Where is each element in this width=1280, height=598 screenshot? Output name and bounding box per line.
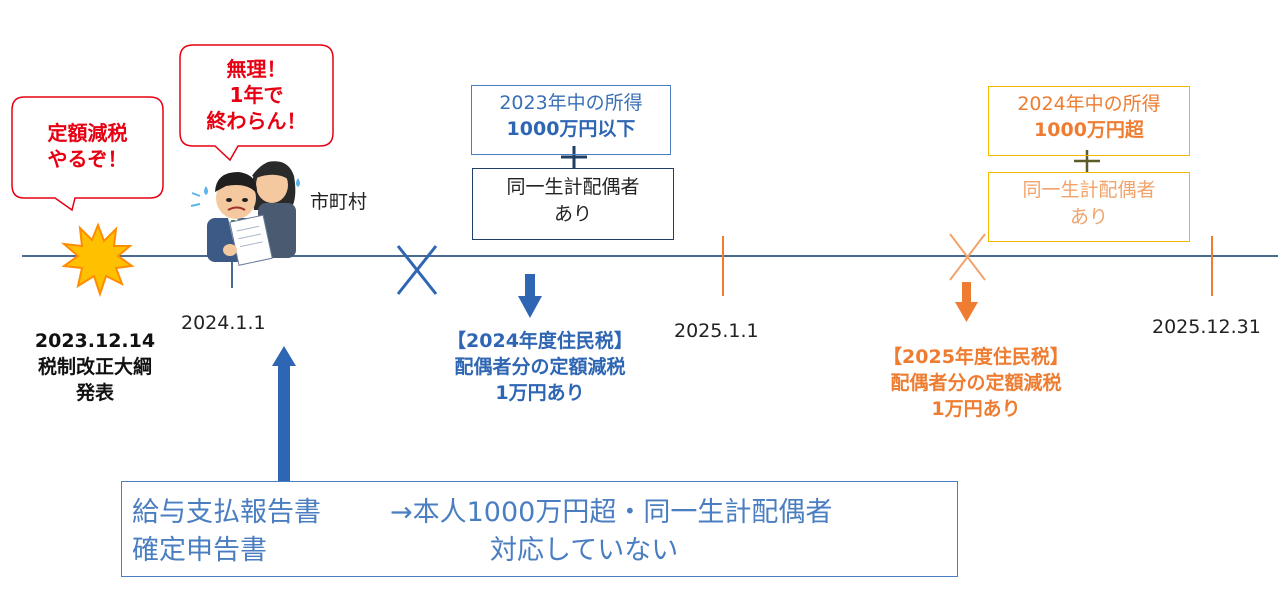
date-2023-block: 2023.12.14 税制改正大綱 発表: [20, 328, 170, 406]
date-2025-start-label: 2025.1.1: [674, 320, 759, 342]
explosion-icon: [60, 222, 135, 298]
date-2024-label: 2024.1.1: [181, 312, 266, 334]
result-2024-line-3: 1万円あり: [495, 382, 585, 404]
result-2025-title: 【2025年度住民税】: [883, 346, 1069, 368]
bubble-left-line-1: 定額減税: [47, 121, 128, 145]
spouse-2023-box: 同一生計配偶者 あり: [472, 168, 674, 240]
cross-mark-icon: [949, 233, 986, 281]
date-2025-end-label: 2025.12.31: [1152, 316, 1261, 338]
income-2023-line-1: 2023年中の所得: [499, 92, 643, 114]
arrow-down-icon: [955, 282, 978, 322]
plus-icon: [1074, 150, 1100, 172]
income-2024-line-2: 1000万円超: [1034, 119, 1144, 141]
arrow-up-icon: [272, 346, 296, 482]
income-2024-line-1: 2024年中の所得: [1017, 93, 1161, 115]
spouse-2023-line-2: あり: [553, 203, 592, 225]
result-2024-block: 【2024年度住民税】 配偶者分の定額減税 1万円あり: [420, 328, 660, 406]
result-2025-line-3: 1万円あり: [931, 398, 1021, 420]
bottom-row1-right: →本人1000万円超・同一生計配偶者: [390, 497, 833, 528]
result-2024-line-2: 配偶者分の定額減税: [454, 356, 626, 378]
shichoson-label: 市町村: [310, 191, 368, 213]
bottom-note-box: 給与支払報告書 →本人1000万円超・同一生計配偶者 確定申告書 対応していない: [121, 481, 958, 577]
cross-mark-icon: [396, 245, 438, 295]
spouse-2024-box: 同一生計配偶者 あり: [988, 172, 1190, 242]
bubble-left-line-2: やるぞ！: [47, 147, 128, 171]
bubble-right-text: 無理！ 1年で 終わらん！: [180, 56, 333, 134]
bubble-right-line-2: 1年で: [229, 83, 284, 107]
spouse-2024-line-2: あり: [1069, 206, 1108, 228]
result-2024-title: 【2024年度住民税】: [447, 330, 633, 352]
plus-icon: [561, 146, 587, 168]
income-2023-line-2: 1000万円以下: [506, 118, 636, 140]
worried-workers-illustration: [190, 161, 300, 266]
speech-bubble-right: [179, 44, 334, 162]
date-2023-line-2: 税制改正大綱: [37, 356, 152, 378]
income-2023-box: 2023年中の所得 1000万円以下: [471, 85, 671, 155]
result-2025-block: 【2025年度住民税】 配偶者分の定額減税 1万円あり: [856, 344, 1096, 422]
bubble-right-line-3: 終わらん！: [206, 109, 307, 133]
arrow-down-icon: [518, 274, 542, 318]
bottom-row1-left: 給与支払報告書: [132, 497, 321, 528]
speech-bubble-left: [11, 96, 164, 212]
bottom-row2-right: 対応していない: [490, 535, 679, 566]
spouse-2023-line-1: 同一生計配偶者: [506, 176, 640, 198]
bubble-left-text: 定額減税 やるぞ！: [12, 120, 163, 172]
income-2024-box: 2024年中の所得 1000万円超: [988, 86, 1190, 156]
bottom-row2-left: 確定申告書: [132, 535, 267, 566]
date-2023-line-3: 発表: [75, 382, 114, 404]
bubble-right-line-1: 無理！: [226, 57, 287, 81]
date-2023-label: 2023.12.14: [34, 330, 156, 352]
result-2025-line-2: 配偶者分の定額減税: [890, 372, 1062, 394]
spouse-2024-line-1: 同一生計配偶者: [1022, 179, 1156, 201]
